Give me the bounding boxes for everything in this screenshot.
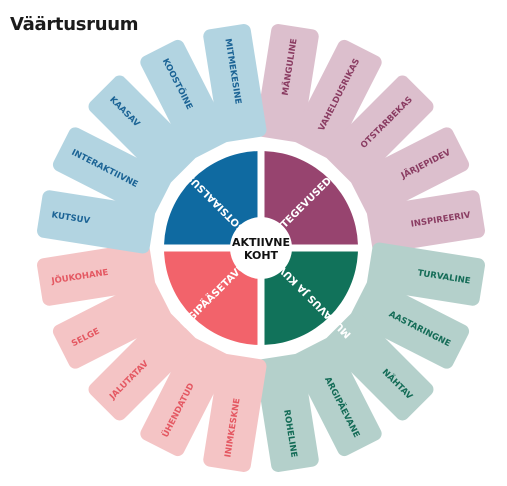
center-label-line1: AKTIIVNE [232,236,290,249]
petal-shape [203,24,267,143]
petal-shape [52,278,172,369]
petal-shape [37,242,156,306]
petal-joukohane: JÕUKOHANE [37,242,156,306]
petal-manguline: MÄNGULINE [255,24,319,143]
petal-koostoine: KOOSTÖINE [140,39,231,159]
petal-shape [52,127,172,218]
petal-mitmekesine: MITMEKESINE [203,24,267,143]
petal-shape [88,311,198,421]
petal-argipaevane: ARGIPÄEVANE [291,337,382,457]
center-label-line2: KOHT [244,249,279,262]
petal-shape [350,278,470,369]
petal-shape [88,75,198,185]
petal-kaasav: KAASAV [88,75,198,185]
page-title: Väärtusruum [10,14,139,35]
petal-shape [324,75,434,185]
petal-shape [291,337,382,457]
petal-aastaringne: AASTARINGNE [350,278,470,369]
quadrant-sotsiaalsus [164,151,258,245]
center-hub [231,218,291,278]
petal-uhendatud: ÜHENDATUD [140,337,231,457]
petal-jalutatav: JALUTATAV [88,311,198,421]
petal-shape [140,337,231,457]
petal-shape [291,39,382,159]
petal-inspireeriv: INSPIREERIV [366,190,485,254]
petal-shape [203,353,267,472]
petal-turvaline: TURVALINE [366,242,485,306]
petal-shape [350,127,470,218]
petal-kutsuv: KUTSUV [37,190,156,254]
petal-inimkeskne: INIMKESKNE [203,353,267,472]
petal-shape [366,190,485,254]
petal-shape [37,190,156,254]
petal-shape [140,39,231,159]
petal-jarjepidev: JÄRJEPIDEV [350,127,470,218]
petal-interaktiivne: INTERAKTIIVNE [52,127,172,218]
petal-shape [255,353,319,472]
quadrant-ligipaasetavus [164,251,258,345]
petal-roheline: ROHELINE [255,353,319,472]
petal-shape [366,242,485,306]
quadrant-mugavus-ja-kuvand [264,251,358,345]
petal-shape [255,24,319,143]
petal-nahtav: NÄHTAV [324,311,434,421]
petal-selge: SELGE [52,278,172,369]
petal-shape [324,311,434,421]
quadrant-tegevused [264,151,358,245]
